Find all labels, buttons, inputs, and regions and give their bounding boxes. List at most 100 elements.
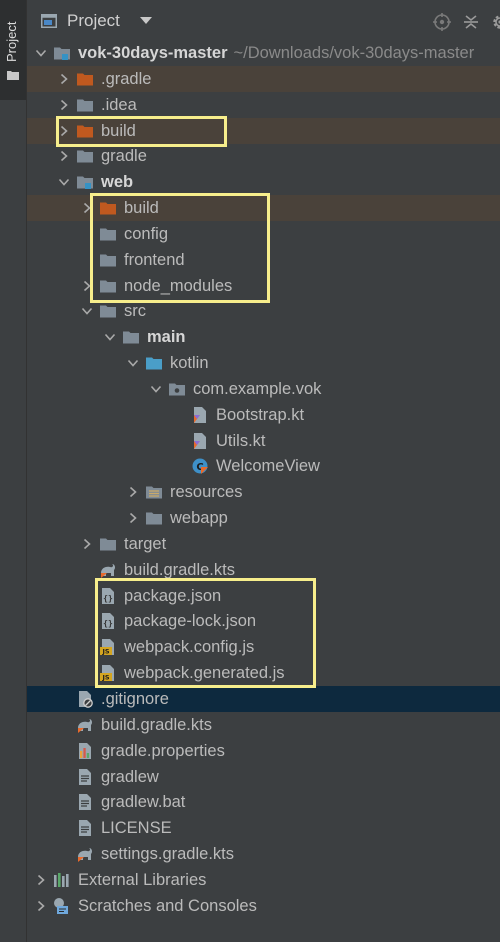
tree-item-name: frontend	[124, 250, 185, 269]
tree-item-label: Utils.kt	[216, 428, 266, 454]
chevron-down-icon[interactable]	[35, 47, 47, 59]
chevron-right-icon[interactable]	[81, 538, 93, 550]
chevron-down-icon[interactable]	[58, 176, 70, 188]
tree-row[interactable]: resources	[27, 479, 500, 505]
tree-row[interactable]: build	[27, 195, 500, 222]
tree-item-label: src	[124, 298, 146, 324]
tree-item-name: .idea	[101, 95, 137, 114]
project-side-tab[interactable]: Project	[0, 0, 26, 100]
svg-text:{}: {}	[103, 594, 113, 603]
tree-row[interactable]: target	[27, 531, 500, 557]
chevron-down-icon[interactable]	[150, 383, 162, 395]
tree-row[interactable]: build.gradle.kts	[27, 712, 500, 738]
chevron-right-icon[interactable]	[127, 486, 139, 498]
tree-row[interactable]: .gradle	[27, 65, 500, 92]
text-file-icon	[79, 768, 91, 785]
json-file-icon: {}	[102, 613, 114, 630]
tree-row[interactable]: vok-30days-master~/Downloads/vok-30days-…	[27, 40, 500, 66]
tree-row[interactable]: gradlew.bat	[27, 789, 500, 815]
tree-item-name: build	[124, 199, 159, 218]
chevron-down-icon[interactable]	[104, 331, 116, 343]
json-file-icon: {}	[102, 587, 114, 604]
tree-row[interactable]: frontend	[27, 247, 500, 273]
collapse-all-icon[interactable]	[463, 14, 479, 30]
tree-item-name: com.example.vok	[193, 379, 322, 398]
tree-item-label: webpack.config.js	[124, 634, 254, 660]
chevron-right-icon[interactable]	[81, 202, 93, 214]
tree-row[interactable]: main	[27, 324, 500, 350]
panel-title[interactable]: Project	[67, 11, 120, 30]
tree-item-name: package-lock.json	[124, 612, 257, 631]
chevron-down-icon[interactable]	[127, 357, 139, 369]
tree-row[interactable]: .gitignore	[27, 686, 500, 712]
tree-row[interactable]: Utils.kt	[27, 428, 500, 454]
tree-item-name: main	[147, 328, 186, 347]
tree-item-name: resources	[170, 483, 243, 502]
tree-row[interactable]: Bootstrap.kt	[27, 402, 500, 428]
tree-row[interactable]: web	[27, 169, 500, 195]
tree-row[interactable]: gradle.properties	[27, 738, 500, 764]
chevron-down-icon[interactable]	[81, 305, 93, 317]
folder-icon	[100, 280, 116, 293]
locate-file-icon[interactable]	[433, 13, 451, 31]
chevron-right-icon[interactable]	[58, 99, 70, 111]
window-icon	[41, 14, 57, 28]
tree-item-name: Bootstrap.kt	[216, 405, 305, 424]
tree-row[interactable]: Scratches and Consoles	[27, 893, 500, 919]
tree-item-label: kotlin	[170, 350, 209, 376]
folder-icon	[77, 99, 93, 112]
tree-item-label: Scratches and Consoles	[78, 893, 257, 919]
tree-row[interactable]: {} package-lock.json	[27, 608, 500, 634]
chevron-right-icon[interactable]	[58, 150, 70, 162]
folder-icon	[100, 305, 116, 318]
tree-item-name: External Libraries	[78, 870, 207, 889]
chevron-right-icon[interactable]	[81, 280, 93, 292]
project-tree[interactable]: vok-30days-master~/Downloads/vok-30days-…	[27, 40, 500, 942]
tree-item-name: gradle	[101, 147, 147, 166]
tree-item-name: src	[124, 302, 146, 321]
folder-icon	[100, 254, 116, 267]
tree-item-name: LICENSE	[101, 819, 172, 838]
gear-icon[interactable]	[490, 12, 500, 32]
project-panel-header: Project	[27, 0, 500, 42]
tree-row[interactable]: kotlin	[27, 350, 500, 376]
chevron-right-icon[interactable]	[58, 125, 70, 137]
tree-row[interactable]: src	[27, 298, 500, 324]
tree-row[interactable]: build	[27, 117, 500, 144]
tree-item-label: config	[124, 221, 168, 247]
tree-row[interactable]: External Libraries	[27, 867, 500, 893]
chevron-down-icon[interactable]	[140, 17, 152, 25]
text-file-icon	[79, 794, 91, 811]
text-file-icon	[79, 820, 91, 837]
tree-item-name: node_modules	[124, 276, 233, 295]
tree-row[interactable]: gradlew	[27, 764, 500, 790]
tree-item-label: package-lock.json	[124, 608, 256, 634]
tree-row[interactable]: node_modules	[27, 273, 500, 299]
tree-row[interactable]: config	[27, 221, 500, 247]
tree-row[interactable]: LICENSE	[27, 815, 500, 841]
tree-row[interactable]: .idea	[27, 92, 500, 118]
chevron-right-icon[interactable]	[127, 512, 139, 524]
tree-row[interactable]: gradle	[27, 143, 500, 169]
chevron-right-icon[interactable]	[35, 874, 47, 886]
tree-item-name: target	[124, 534, 167, 553]
tree-item-label: package.json	[124, 583, 221, 609]
source-folder-icon	[146, 357, 162, 370]
module-folder-icon	[77, 176, 93, 190]
tree-item-label: webpack.generated.js	[124, 660, 285, 686]
tree-item-name: build	[101, 121, 136, 140]
tree-row[interactable]: {} package.json	[27, 583, 500, 609]
tree-row[interactable]: com.example.vok	[27, 376, 500, 402]
tree-row[interactable]: settings.gradle.kts	[27, 841, 500, 867]
tree-row[interactable]: webapp	[27, 505, 500, 531]
tree-item-label: .gradle	[101, 66, 151, 92]
tree-item-name: webapp	[170, 509, 228, 528]
chevron-right-icon[interactable]	[35, 900, 47, 912]
chevron-right-icon[interactable]	[58, 73, 70, 85]
tree-item-name: webpack.generated.js	[124, 664, 285, 683]
tree-item-name: settings.gradle.kts	[101, 845, 234, 864]
tree-row[interactable]: build.gradle.kts	[27, 557, 500, 583]
